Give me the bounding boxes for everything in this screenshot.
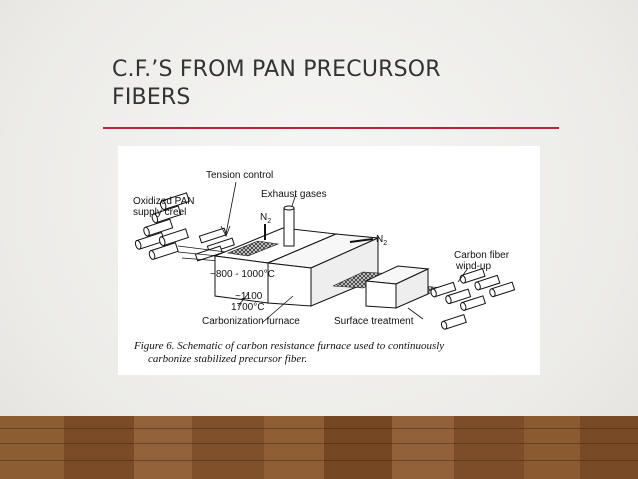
furnace-schematic-diagram: Tension control Exhaust gases Oxidized P… — [133, 170, 516, 365]
slide-title: C.F.’S FROM PAN PRECURSOR FIBERS — [112, 56, 552, 112]
supply-creel-spools — [134, 192, 190, 260]
figure-caption-line-1: Figure 6. Schematic of carbon resistance… — [133, 340, 444, 352]
label-wind-up: wind-up — [455, 261, 491, 272]
label-n2-right: N2 — [376, 234, 387, 247]
label-exhaust-gases: Exhaust gases — [261, 189, 327, 200]
label-tension-control: Tension control — [206, 170, 273, 181]
tension-rollers — [194, 227, 235, 262]
label-carbonization-furnace: Carbonization furnace — [202, 316, 300, 327]
surface-treatment-tank — [364, 265, 430, 309]
mesh-belt-entry — [226, 240, 280, 257]
slide-title-line-1: C.F.’S FROM PAN PRECURSOR — [112, 57, 441, 82]
figure-caption-line-2: carbonize stabilized precursor fiber. — [148, 353, 307, 365]
label-oxidized-pan: Oxidized PAN — [133, 196, 195, 207]
exhaust-stack — [283, 205, 295, 247]
label-carbon-fiber: Carbon fiber — [454, 250, 510, 261]
label-surface-treatment: Surface treatment — [334, 316, 414, 327]
label-n2-left: N2 — [260, 212, 271, 225]
leader-lines — [220, 181, 469, 323]
furnace-schematic-figure: Tension control Exhaust gases Oxidized P… — [118, 146, 540, 375]
n2-inlet-right — [349, 238, 374, 243]
label-temp-zone-2b: 1700°C — [231, 302, 264, 313]
label-supply-creel: supply creel — [133, 207, 186, 218]
label-temp-zone-1: ~800 - 1000°C — [210, 269, 275, 280]
wood-floor-decoration — [0, 416, 638, 479]
furnace-zone-1 — [213, 227, 380, 307]
wind-up-spools — [430, 268, 516, 330]
title-divider — [103, 127, 559, 129]
label-temp-zone-2a: ~1100 — [235, 291, 263, 302]
slide-title-line-2: FIBERS — [112, 85, 191, 110]
